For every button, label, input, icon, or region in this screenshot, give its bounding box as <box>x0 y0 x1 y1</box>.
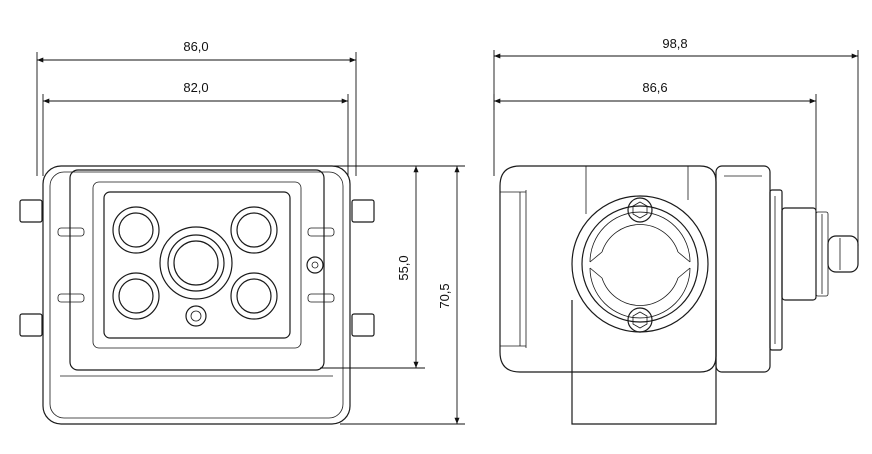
front-led-top-right <box>230 206 278 254</box>
front-led-top-left <box>112 206 160 254</box>
side-view: 98,8 86,6 <box>493 36 859 425</box>
dimension-front-outer-width: 86,0 <box>36 39 357 176</box>
front-led-bottom-right <box>230 272 278 320</box>
front-indicator <box>306 256 324 274</box>
front-slot-right-bottom <box>307 293 335 303</box>
dimension-label-55: 55,0 <box>396 255 411 280</box>
side-rear-gasket <box>769 189 783 351</box>
front-camera-lens <box>159 226 233 300</box>
front-slot-left-bottom <box>57 293 85 303</box>
side-mount-bracket <box>571 195 717 425</box>
side-bolt-top <box>627 197 653 223</box>
front-mount-ear-left-bottom <box>19 313 43 337</box>
front-led-bottom-left <box>112 272 160 320</box>
side-cable-connector <box>781 207 817 301</box>
side-rear-cap <box>715 165 771 373</box>
dimension-label-82: 82,0 <box>183 80 208 95</box>
front-lens-plate <box>103 191 291 339</box>
dimension-side-total-depth: 98,8 <box>493 36 859 246</box>
side-housing-body <box>499 165 717 373</box>
side-cable-plug <box>827 235 859 273</box>
front-housing-outline <box>42 165 351 425</box>
front-bezel-inner <box>92 181 302 349</box>
side-bolt-bottom <box>627 307 653 333</box>
dimension-label-98: 98,8 <box>662 36 687 51</box>
front-mount-ear-left-top <box>19 199 43 223</box>
dimension-front-inner-height: 55,0 <box>320 165 425 369</box>
front-housing-inner-outline <box>49 171 344 419</box>
front-light-sensor <box>185 305 207 327</box>
front-slot-left-top <box>57 227 85 237</box>
front-bezel-frame <box>69 169 325 371</box>
dimension-side-body-depth: 86,6 <box>493 80 817 210</box>
front-view: 86,0 82,0 55,0 70,5 <box>19 39 465 425</box>
front-mount-ear-right-bottom <box>351 313 375 337</box>
dimension-label-86-6: 86,6 <box>642 80 667 95</box>
dimension-front-outer-height: 70,5 <box>340 165 465 425</box>
dimension-front-inner-width: 82,0 <box>42 80 349 176</box>
front-mount-ear-right-top <box>351 199 375 223</box>
dimension-label-70: 70,5 <box>437 283 452 308</box>
front-slot-right-top <box>307 227 335 237</box>
dimension-label-86: 86,0 <box>183 39 208 54</box>
